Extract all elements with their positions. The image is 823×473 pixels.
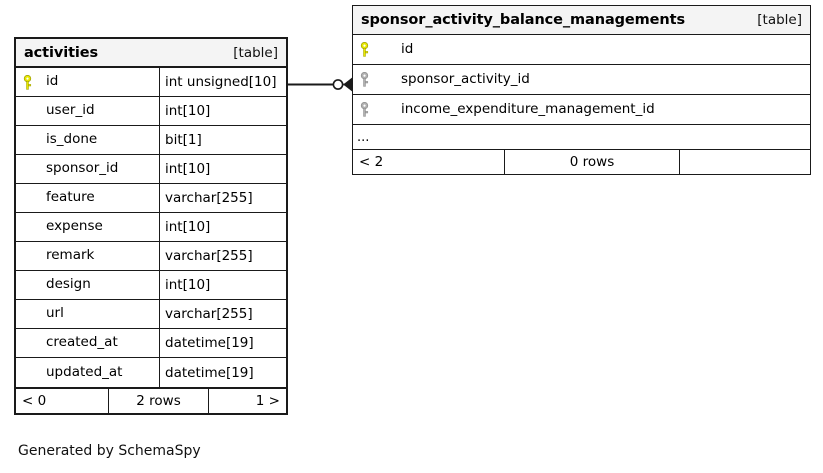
column-row-more-indicator[interactable]: ... <box>353 125 810 149</box>
column-type-cell-design: int[10] <box>159 271 286 299</box>
column-type-cell-is_done: bit[1] <box>159 126 286 154</box>
column-row-remark[interactable]: remark varchar[255] <box>16 242 286 271</box>
column-type-cell-sponsor_id: int[10] <box>159 155 286 183</box>
column-name-cell-expense: expense <box>16 213 159 241</box>
table-activities-header: activities [table] <box>16 39 286 68</box>
next-page-button[interactable] <box>680 150 810 174</box>
column-label: id <box>46 73 59 90</box>
column-row-income_expenditure_management_id[interactable]: income_expenditure_management_id <box>353 95 810 125</box>
table-sponsor-activity-balance-managements-columns: id sponsor_activity_id <box>353 35 810 149</box>
table-sponsor-activity-balance-managements[interactable]: sponsor_activity_balance_managements [ta… <box>352 5 811 175</box>
foreign-key-icon <box>359 72 401 87</box>
column-type-cell-updated_at: datetime[19] <box>159 358 286 387</box>
column-row-user_id[interactable]: user_id int[10] <box>16 97 286 126</box>
column-name-cell-feature: feature <box>16 184 159 212</box>
column-label: updated_at <box>46 363 123 380</box>
column-row-updated_at[interactable]: updated_at datetime[19] <box>16 358 286 387</box>
column-label: expense <box>46 218 103 235</box>
column-label: url <box>46 305 64 322</box>
column-label: id <box>401 40 414 57</box>
column-type-cell-user_id: int[10] <box>159 97 286 125</box>
table-sponsor-activity-balance-managements-title: sponsor_activity_balance_managements <box>361 12 685 28</box>
column-name-cell-user_id: user_id <box>16 97 159 125</box>
column-name-cell-remark: remark <box>16 242 159 270</box>
column-label: sponsor_id <box>46 160 119 177</box>
column-row-created_at[interactable]: created_at datetime[19] <box>16 329 286 358</box>
column-row-expense[interactable]: expense int[10] <box>16 213 286 242</box>
prev-page-button[interactable]: < 2 <box>353 150 505 174</box>
generated-by-caption: Generated by SchemaSpy <box>18 443 201 459</box>
column-name-cell-created_at: created_at <box>16 329 159 357</box>
column-label: user_id <box>46 102 95 119</box>
column-row-sponsor_activity_id[interactable]: sponsor_activity_id <box>353 65 810 95</box>
column-row-url[interactable]: url varchar[255] <box>16 300 286 329</box>
column-label: income_expenditure_management_id <box>401 100 655 117</box>
column-name-cell-income_expenditure_management_id: income_expenditure_management_id <box>353 95 810 124</box>
column-label: design <box>46 276 91 293</box>
column-type-cell-expense: int[10] <box>159 213 286 241</box>
column-name-cell-is_done: is_done <box>16 126 159 154</box>
column-type-cell-id: int unsigned[10] <box>159 68 286 96</box>
table-activities-tag: [table] <box>233 44 278 61</box>
table-activities-footer: < 0 2 rows 1 > <box>16 387 286 413</box>
relationship-connector-activities-to-sponsor-activity-balance-managements <box>286 72 356 98</box>
primary-key-icon <box>22 74 46 90</box>
more-columns-ellipsis: ... <box>357 129 370 145</box>
column-label: created_at <box>46 334 118 351</box>
column-row-id[interactable]: id <box>353 35 810 65</box>
table-activities[interactable]: activities [table] id int unsig <box>14 37 288 415</box>
column-type-cell-url: varchar[255] <box>159 300 286 328</box>
column-name-cell-sponsor_activity_id: sponsor_activity_id <box>353 65 810 94</box>
next-page-button[interactable]: 1 > <box>255 393 280 409</box>
table-sponsor-activity-balance-managements-footer: < 2 0 rows <box>353 149 810 174</box>
column-label: remark <box>46 247 95 264</box>
column-name-cell-id: id <box>353 35 810 64</box>
table-sponsor-activity-balance-managements-header: sponsor_activity_balance_managements [ta… <box>353 6 810 35</box>
column-name-cell-url: url <box>16 300 159 328</box>
table-activities-title: activities <box>24 44 99 61</box>
column-name-cell-updated_at: updated_at <box>16 358 159 387</box>
column-type-cell-created_at: datetime[19] <box>159 329 286 357</box>
primary-key-icon <box>359 42 401 57</box>
row-count-label: 2 rows <box>109 389 209 413</box>
column-label: is_done <box>46 131 98 148</box>
column-label: feature <box>46 189 95 206</box>
column-name-cell-design: design <box>16 271 159 299</box>
column-name-cell-sponsor_id: sponsor_id <box>16 155 159 183</box>
foreign-key-icon <box>359 102 401 117</box>
column-type-cell-feature: varchar[255] <box>159 184 286 212</box>
column-row-design[interactable]: design int[10] <box>16 271 286 300</box>
column-row-feature[interactable]: feature varchar[255] <box>16 184 286 213</box>
prev-page-button[interactable]: < 0 <box>16 389 109 413</box>
column-label: sponsor_activity_id <box>401 70 530 87</box>
table-sponsor-activity-balance-managements-tag: [table] <box>757 12 802 28</box>
table-activities-columns: id int unsigned[10] user_id int[10] is_d… <box>16 68 286 387</box>
column-name-cell-id: id <box>16 68 159 96</box>
row-count-label: 0 rows <box>505 150 680 174</box>
column-type-cell-remark: varchar[255] <box>159 242 286 270</box>
column-row-id[interactable]: id int unsigned[10] <box>16 68 286 97</box>
column-row-is_done[interactable]: is_done bit[1] <box>16 126 286 155</box>
column-row-sponsor_id[interactable]: sponsor_id int[10] <box>16 155 286 184</box>
